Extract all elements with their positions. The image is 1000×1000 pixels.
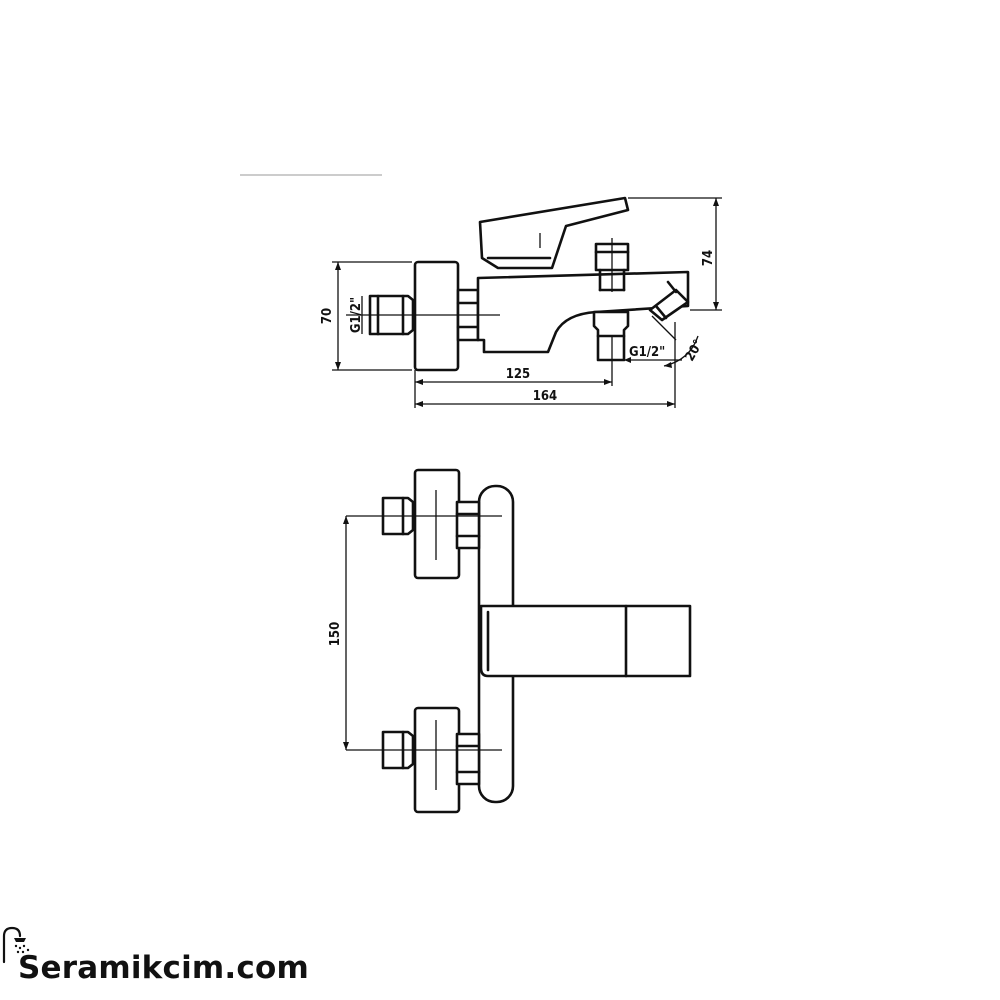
- side-inlet-connector: [368, 294, 415, 336]
- dim-spout-reach: 125: [506, 367, 530, 382]
- dim-angle: 20°: [682, 337, 706, 364]
- front-lower-flange: [413, 706, 461, 814]
- front-lower-hex: [455, 732, 481, 786]
- dim-inlet-centers: 150: [328, 622, 343, 646]
- front-view: 150: [328, 468, 692, 814]
- side-view: 70 G1/2" 74 G1/2" 20° 125 164: [320, 196, 722, 408]
- shower-icon: [2, 926, 30, 964]
- front-upper-flange: [413, 468, 461, 580]
- front-upper-hex: [455, 500, 481, 550]
- side-shower-connector: [648, 288, 690, 322]
- dim-total-depth: 164: [533, 389, 557, 404]
- dim-height-top: 74: [701, 250, 716, 266]
- dim-thread-inlet: G1/2": [349, 297, 364, 333]
- brand-name: Seramikcim.com: [18, 950, 309, 986]
- side-wall-flange: [413, 260, 460, 372]
- dim-thread-outlet: G1/2": [629, 345, 665, 360]
- dim-height-body: 70: [320, 308, 335, 324]
- front-body: [479, 604, 692, 678]
- side-handle: [478, 196, 630, 270]
